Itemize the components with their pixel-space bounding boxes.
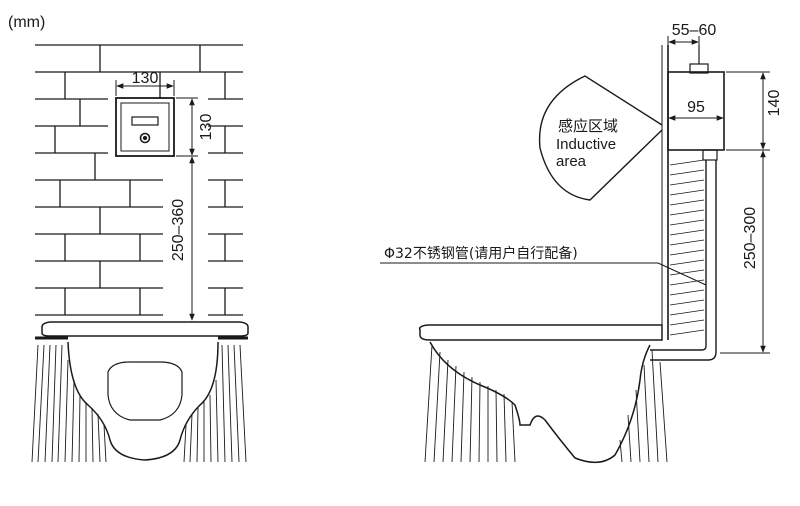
label-front-width: 130 [132,70,159,87]
toilet-front [31,321,249,463]
dim-front-width [115,80,175,96]
sensor-unit-side [667,45,725,161]
dim-side-height [726,71,770,151]
label-inductive-area-en-1: Inductive [556,136,616,153]
label-inductive-area-en-2: area [556,153,587,170]
brick-wall [35,44,243,316]
wall-hatch [669,159,705,336]
front-view [31,44,249,463]
label-side-mount-height: 250–300 [742,207,759,269]
pipe-note-leader [380,262,707,286]
stainless-pipe [650,160,717,361]
dim-front-height [176,97,198,157]
label-front-mount-height: 250–360 [170,199,187,261]
label-side-height: 140 [766,90,783,117]
unit-note: (mm) [8,14,45,31]
side-wall [661,45,669,340]
inductive-area-cone [538,75,663,201]
label-pipe-note: Φ32不锈钢管(请用户自行配备) [384,245,578,262]
sensor-unit-front [115,97,175,157]
toilet-side [418,324,668,464]
dim-side-mount-height [720,150,770,354]
label-side-depth: 95 [687,99,705,116]
label-side-wall-gap: 55–60 [672,22,717,39]
side-view [380,36,770,464]
label-front-height: 130 [198,114,215,141]
label-inductive-area-cn: 感应区域 [558,117,618,135]
dim-side-wall-gap [667,36,700,48]
